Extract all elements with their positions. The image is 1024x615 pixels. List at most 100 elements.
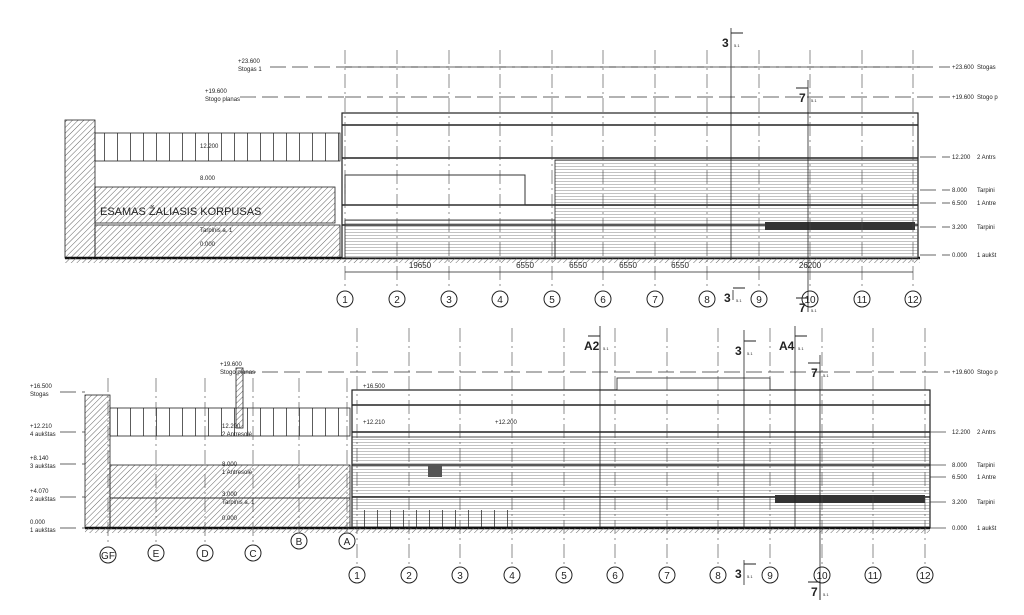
right-level-name: 1 Antre <box>977 475 997 481</box>
right-level-name: 2 Antrs <box>977 155 996 161</box>
letter-axis-bubble <box>338 532 356 550</box>
right-level-value: +19.600 <box>952 95 975 101</box>
section-mark-sheet: 5.1 <box>747 351 753 356</box>
letter-axis-bubble <box>99 546 117 564</box>
ground-hatch <box>85 528 930 533</box>
inner-level-value: 8.000 <box>200 176 216 182</box>
axis-label: 11 <box>868 571 879 582</box>
section-mark-label: 3 <box>722 36 729 50</box>
right-level-value: 8.000 <box>952 188 968 194</box>
letter-axis-label: B <box>296 537 303 548</box>
axis-label: 3 <box>446 295 452 306</box>
inner-level-value: +12.200 <box>495 420 518 426</box>
right-level-value: 12.200 <box>952 430 971 436</box>
axis-label: 4 <box>497 295 503 306</box>
section-mark-label: 7 <box>799 91 806 105</box>
section-mark-label: 3 <box>724 291 731 305</box>
axis-label: 1 <box>354 571 360 582</box>
left-level-name: 1 aukštas <box>30 528 56 534</box>
section-mark-label: 3 <box>735 567 742 581</box>
letter-axis-bubble <box>147 544 165 562</box>
right-level-name: Stogas <box>977 65 996 71</box>
axis-bubble <box>646 290 664 308</box>
inner-level-value: +12.210 <box>363 420 386 426</box>
facade-panels <box>554 159 919 259</box>
existing-building-wall-lower <box>84 394 111 529</box>
inner-level-value: +16.500 <box>363 384 386 390</box>
axis-bubble <box>451 566 469 584</box>
left-level-value: +19.600 <box>205 89 228 95</box>
axis-label: 7 <box>652 295 658 306</box>
axis-bubble <box>440 290 458 308</box>
section-mark-label: A4 <box>779 339 795 353</box>
right-level-name: 2 Antrs <box>977 430 996 436</box>
axis-bubble <box>813 566 831 584</box>
right-level-value: 0.000 <box>952 526 968 532</box>
section-mark-sheet: 5.1 <box>747 574 753 579</box>
left-level-value: +16.500 <box>30 384 53 390</box>
left-level-value: +12.210 <box>30 424 53 430</box>
section-mark-label: 7 <box>811 366 818 380</box>
axis-label: 10 <box>816 571 828 582</box>
axis-bubble <box>594 290 612 308</box>
top-level-name: Stogo planas <box>220 370 255 376</box>
letter-axis-bubble <box>196 544 214 562</box>
inner-level-value: 8.000 <box>222 462 238 468</box>
right-level-value: 12.200 <box>952 155 971 161</box>
dimension-value: 6550 <box>671 261 689 270</box>
right-level-value: 0.000 <box>952 253 968 259</box>
left-level-value: +8.140 <box>30 456 49 462</box>
right-level-name: Tarpini <box>977 225 995 231</box>
axis-bubble <box>750 290 768 308</box>
section-mark-label: 3 <box>735 344 742 358</box>
left-level-value: 0.000 <box>30 520 46 526</box>
right-level-value: +23.600 <box>952 65 975 71</box>
balustrade <box>765 222 915 230</box>
axis-bubble <box>853 290 871 308</box>
left-level-value: +23.600 <box>238 59 261 65</box>
inner-level-value: 12.200 <box>222 424 241 430</box>
dimension-value: 6550 <box>516 261 534 270</box>
axis-label: 3 <box>457 571 463 582</box>
right-level-value: +19.600 <box>952 370 975 376</box>
axis-label: 9 <box>756 295 762 306</box>
right-level-name: Stogo p <box>977 95 998 101</box>
existing-building-label: ESAMAS ŽALIASIS KORPUSAS <box>100 205 261 218</box>
top-level-value: +19.600 <box>220 362 243 368</box>
glazed-bridge-upper <box>94 132 341 162</box>
glazed-bridge-lower <box>109 407 351 437</box>
right-level-value: 6.500 <box>952 201 968 207</box>
letter-axis-label: GF <box>101 551 115 562</box>
axis-label: 12 <box>919 571 931 582</box>
inner-level-name: Tarpinis a. 1 <box>222 500 255 506</box>
axis-label: 1 <box>342 295 348 306</box>
atrium-roof <box>616 377 771 391</box>
section-mark-sheet: 5.1 <box>823 373 829 378</box>
left-level-value: +4.070 <box>30 489 49 495</box>
axis-label: 2 <box>406 571 412 582</box>
axis-label: 9 <box>767 571 773 582</box>
axis-bubble <box>698 290 716 308</box>
left-level-name: 3 aukštas <box>30 464 56 470</box>
right-level-name: Tarpini <box>977 463 995 469</box>
building-bodies <box>64 112 931 533</box>
axis-bubble <box>916 566 934 584</box>
inner-level-value: 3.000 <box>222 492 238 498</box>
section-mark-sheet: 5.1 <box>811 98 817 103</box>
section-mark-sheet: 5.1 <box>823 592 829 597</box>
axis-label: 10 <box>804 295 816 306</box>
axis-bubble <box>336 290 354 308</box>
right-level-value: 3.200 <box>952 500 968 506</box>
facade-panels <box>344 219 556 259</box>
chimney <box>235 367 244 429</box>
axis-bubble <box>388 290 406 308</box>
axis-bubble <box>709 566 727 584</box>
dimension-value: 6550 <box>619 261 637 270</box>
axis-bubble <box>503 566 521 584</box>
left-level-name: 4 aukštas <box>30 432 56 438</box>
inner-level-name: 1 Antresolė <box>222 470 253 476</box>
section-mark-label: 7 <box>799 301 806 315</box>
